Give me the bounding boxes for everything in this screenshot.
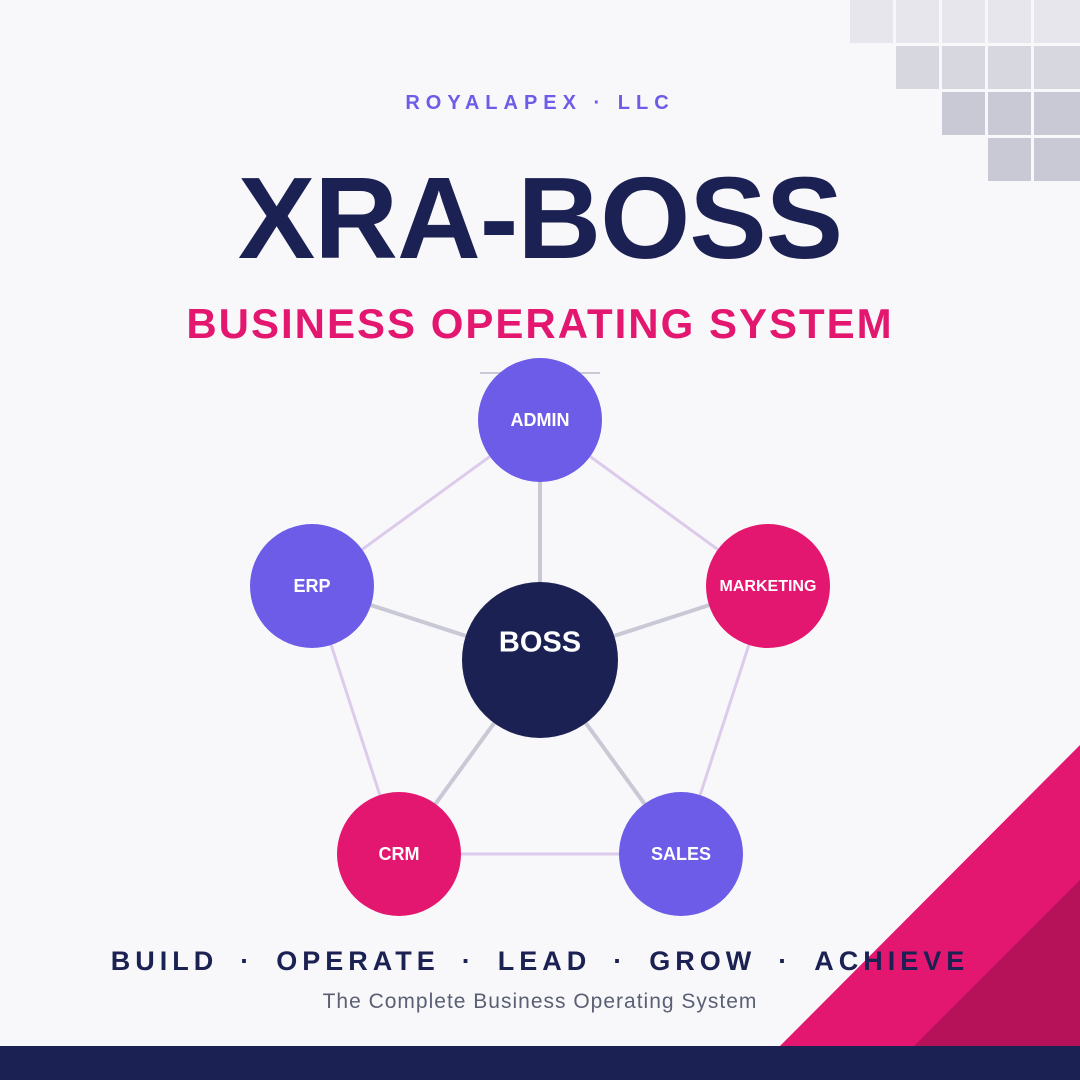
node-label-erp: ERP — [293, 576, 330, 596]
pillar-lead: LEAD — [497, 946, 592, 976]
pillar-separator: · — [778, 946, 793, 976]
company-name: ROYALAPEX · LLC — [405, 92, 675, 114]
node-label-marketing: MARKETING — [720, 578, 817, 595]
corner-triangle-dark — [914, 880, 1080, 1046]
page-subtitle: BUSINESS OPERATING SYSTEM — [186, 300, 894, 347]
node-sales — [619, 792, 743, 916]
bottom-bar — [0, 1046, 1080, 1080]
page-title: XRA-BOSS — [237, 153, 843, 283]
node-label-crm: CRM — [379, 844, 420, 864]
center-node-label: BOSS — [499, 627, 581, 659]
node-label-sales: SALES — [651, 844, 711, 864]
node-erp — [250, 524, 374, 648]
pillar-separator: · — [240, 946, 255, 976]
tile-grid-decoration — [850, 0, 1080, 181]
center-node-boss — [462, 582, 618, 738]
pillar-achieve: ACHIEVE — [814, 946, 970, 976]
pillar-build: BUILD — [110, 946, 219, 976]
pillar-separator: · — [461, 946, 476, 976]
pillar-operate: OPERATE — [276, 946, 440, 976]
node-crm — [337, 792, 461, 916]
node-label-admin: ADMIN — [511, 410, 570, 430]
pillar-grow: GROW — [649, 946, 757, 976]
pillar-separator: · — [613, 946, 628, 976]
node-admin — [478, 358, 602, 482]
node-marketing — [706, 524, 830, 648]
tagline: The Complete Business Operating System — [322, 990, 758, 1013]
diagram: BOSS ADMIN MARKETING SALES CRM ERP — [250, 358, 830, 916]
pillars-row: BUILD · OPERATE · LEAD · GROW · ACHIEVE — [0, 946, 1080, 977]
